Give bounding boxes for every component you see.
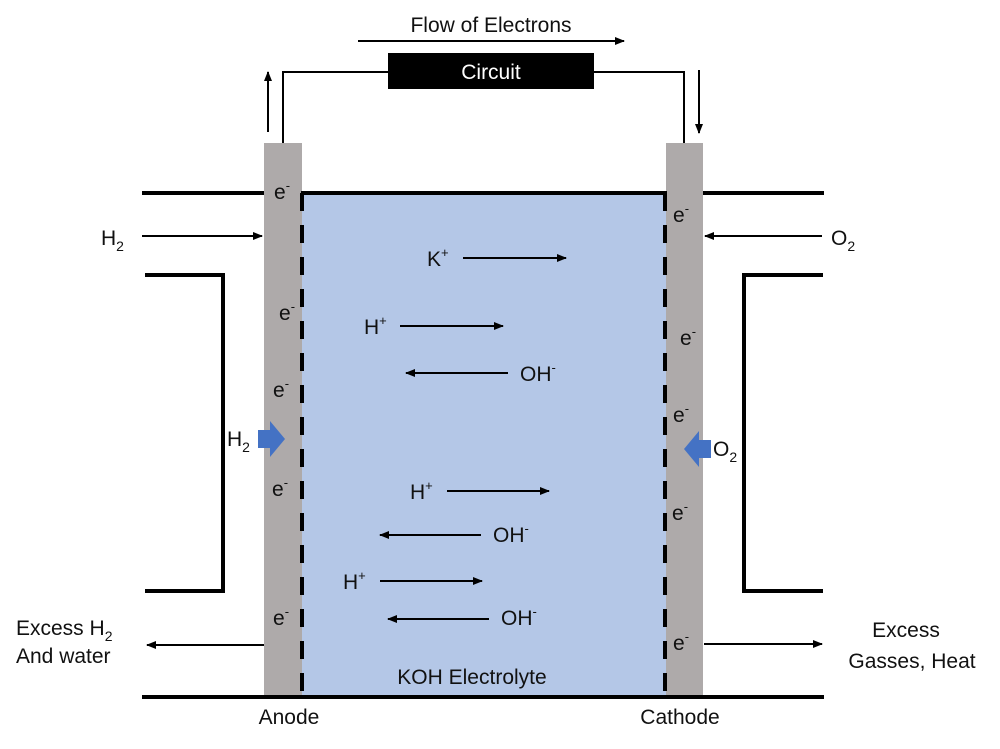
ion-flow: H+ <box>364 313 504 339</box>
cathode-electron-label: e- <box>673 401 689 427</box>
circuit-box <box>388 53 594 89</box>
anode-electrons: e-e-e-e-e- <box>272 178 295 630</box>
circuit-label: Circuit <box>461 61 521 84</box>
ion-label: H+ <box>410 478 433 504</box>
cathode-chamber-wall <box>742 273 823 593</box>
anode-electron-label: e- <box>273 376 289 402</box>
anode-outlet-label-line2: And water <box>16 645 111 668</box>
anode-electrode <box>264 143 302 697</box>
ion-flow: OH- <box>405 360 556 386</box>
anode-electron-label: e- <box>279 299 295 325</box>
ion-flows: K+ H+ OH- H+ OH- H+ OH- <box>343 245 567 630</box>
circuit-wire-left <box>282 71 390 143</box>
ion-flow: H+ <box>410 478 550 504</box>
ion-label: H+ <box>364 313 387 339</box>
ion-flow: K+ <box>427 245 567 271</box>
o2-inner-label: O2 <box>713 438 737 465</box>
anode-outlet-label-line1: Excess H2 <box>16 617 113 644</box>
cathode-electron-label: e- <box>680 324 696 350</box>
ion-label: OH- <box>520 360 556 386</box>
ion-label: K+ <box>427 245 449 271</box>
o2-diffusion-arrow <box>684 431 711 467</box>
h2-diffusion-arrow <box>258 421 285 457</box>
ion-label: H+ <box>343 568 366 594</box>
anode-electron-label: e- <box>273 604 289 630</box>
cathode-outlet-label-line2: Gasses, Heat <box>848 650 975 673</box>
cathode-outlet-label-line1: Excess <box>872 619 940 642</box>
ion-label: OH- <box>501 604 537 630</box>
cathode-electrons: e-e-e-e-e- <box>672 201 696 655</box>
h2-inlet-label: H2 <box>101 227 124 254</box>
ion-label: OH- <box>493 521 529 547</box>
ion-flow: OH- <box>387 604 537 630</box>
cathode-electron-label: e- <box>673 201 689 227</box>
o2-inlet-label: O2 <box>831 227 855 254</box>
ion-flow: H+ <box>343 568 483 594</box>
ion-flow: OH- <box>379 521 529 547</box>
electrolyte-region <box>302 193 666 697</box>
cathode-label: Cathode <box>640 706 719 729</box>
anode-electron-label: e- <box>274 178 290 204</box>
anode-chamber-wall <box>145 273 225 593</box>
anode-electron-label: e- <box>272 475 288 501</box>
electrolyte-label: KOH Electrolyte <box>397 666 546 689</box>
h2-inner-label: H2 <box>227 428 250 455</box>
circuit-wire-right <box>593 71 685 143</box>
cathode-electron-label: e- <box>673 629 689 655</box>
cathode-electron-label: e- <box>672 499 688 525</box>
flow-of-electrons-label: Flow of Electrons <box>410 14 571 37</box>
anode-label: Anode <box>259 706 320 729</box>
cathode-electrode <box>666 143 703 697</box>
